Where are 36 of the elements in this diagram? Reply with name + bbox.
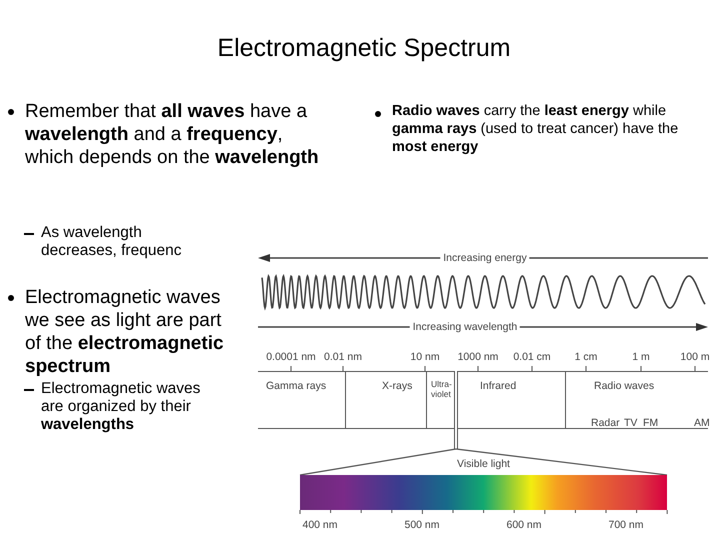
band-name: Radio waves	[594, 379, 654, 394]
band-cell	[426, 371, 454, 429]
scale-label: 1000 nm	[458, 350, 498, 365]
band-cell	[458, 371, 565, 429]
bar-heading: Visible light	[457, 457, 510, 472]
scale-label: 0.0001 nm	[266, 350, 316, 365]
title: Electromagnetic Spectrum	[216, 33, 512, 64]
scale-label: 1 cm	[574, 350, 598, 365]
scale-label: 400 nm	[302, 518, 338, 533]
band-name: X-rays	[382, 379, 412, 394]
band-cell	[258, 371, 345, 429]
scale-label: 0.01 cm	[513, 350, 551, 365]
band-name: Gamma rays	[266, 379, 326, 394]
bullet-text: As wavelength decreases, frequenc	[41, 224, 182, 260]
expansion-line	[456, 448, 668, 476]
bullet-text: Electromagnetic waves we see as light are part of the electromagnetic spectrum	[25, 286, 225, 378]
bullet-text: Remember that all waves have a wavelength and a frequency, which depends on the wavelength	[25, 100, 320, 169]
expansion-line	[300, 448, 456, 476]
scale-label: 100 m	[680, 350, 710, 365]
band-sublabel: Radar	[591, 416, 620, 431]
scale-label: 0.01 nm	[324, 350, 362, 365]
scale-label: 600 nm	[506, 518, 542, 533]
bullet-text: Radio waves carry the least energy while gamma rays (used to treat cancer) have the most energy	[392, 102, 680, 156]
band-sublabel: AM	[694, 416, 710, 431]
band-sublabel: TV	[624, 416, 638, 431]
band-name: Infrared	[480, 379, 516, 394]
band-cell	[345, 371, 426, 429]
visible-band-strip	[454, 371, 458, 449]
band-name: Ultra-violet	[431, 379, 453, 399]
band-sublabel: FM	[643, 416, 658, 431]
band-cell	[565, 371, 708, 429]
bullet-text: Electromagnetic waves are organized by their wavelengths	[41, 380, 202, 434]
scale-label: 10 nm	[410, 350, 440, 365]
scale-label: 700 nm	[608, 518, 644, 533]
scale-label: 1 m	[632, 350, 650, 365]
scale-label: 500 nm	[404, 518, 440, 533]
